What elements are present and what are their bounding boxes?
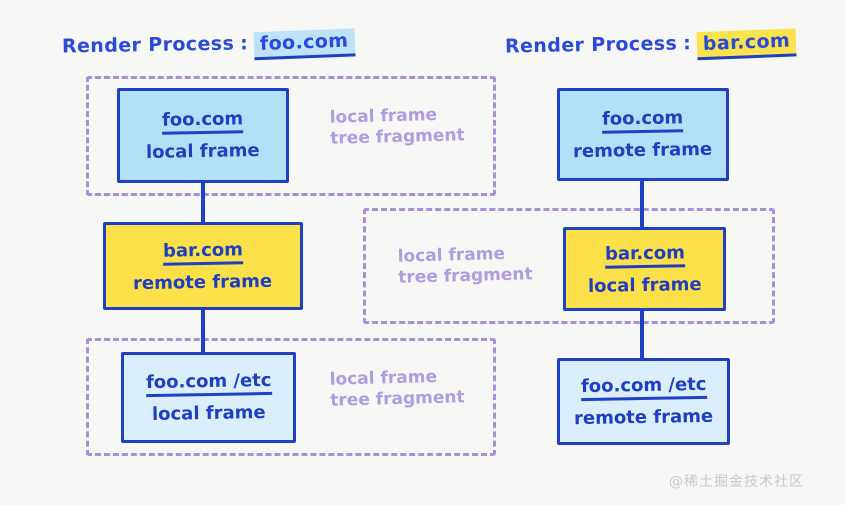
connector-right-2: [640, 310, 644, 358]
frame-url-right-2: bar.com: [604, 241, 685, 269]
fragment-region-left-top: [86, 76, 496, 196]
render-process-colon-right: :: [683, 32, 692, 55]
frame-url-left-2: bar.com: [162, 238, 244, 266]
fragment-label-left-bottom: local frame tree fragment: [329, 366, 465, 412]
frame-url-left-3: foo.com /etc: [145, 369, 272, 398]
connector-left-1: [201, 180, 205, 224]
fragment-label-left-top: local frame tree fragment: [329, 104, 465, 150]
render-process-domain-right: bar.com: [696, 28, 797, 61]
watermark: @稀土掘金技术社区: [669, 474, 804, 490]
frame-box-left-1[interactable]: foo.com local frame: [117, 88, 289, 183]
render-process-domain-left: foo.com: [253, 28, 356, 61]
frame-url-right-1: foo.com: [602, 107, 684, 134]
frame-box-right-3[interactable]: foo.com /etc remote frame: [557, 358, 730, 445]
frame-kind-left-3: local frame: [151, 402, 266, 425]
frame-kind-left-2: remote frame: [133, 270, 273, 294]
frame-kind-right-2: local frame: [587, 273, 702, 297]
frame-kind-right-1: remote frame: [573, 138, 713, 163]
frame-url-right-3: foo.com /etc: [580, 373, 707, 402]
frame-kind-right-3: remote frame: [573, 405, 714, 430]
frame-box-right-1[interactable]: foo.com remote frame: [557, 88, 729, 181]
frame-box-left-2[interactable]: bar.com remote frame: [103, 222, 303, 310]
render-process-title-right: Render Process : bar.com: [504, 28, 797, 62]
render-process-label-left: Render Process: [61, 32, 235, 58]
fragment-label-center-mid: local frame tree fragment: [397, 243, 533, 289]
frame-box-right-2[interactable]: bar.com local frame: [563, 227, 726, 311]
fragment-region-left-bottom: [86, 338, 496, 456]
frame-kind-left-1: local frame: [146, 140, 260, 163]
render-process-title-left: Render Process : foo.com: [61, 28, 356, 62]
frame-url-left-1: foo.com: [162, 108, 244, 135]
render-process-label-right: Render Process: [504, 32, 678, 58]
connector-right-1: [640, 180, 644, 228]
frame-box-left-3[interactable]: foo.com /etc local frame: [121, 352, 296, 443]
fragment-region-center-mid: [363, 208, 775, 324]
connector-left-2: [201, 308, 205, 354]
render-process-colon-left: :: [240, 32, 249, 55]
